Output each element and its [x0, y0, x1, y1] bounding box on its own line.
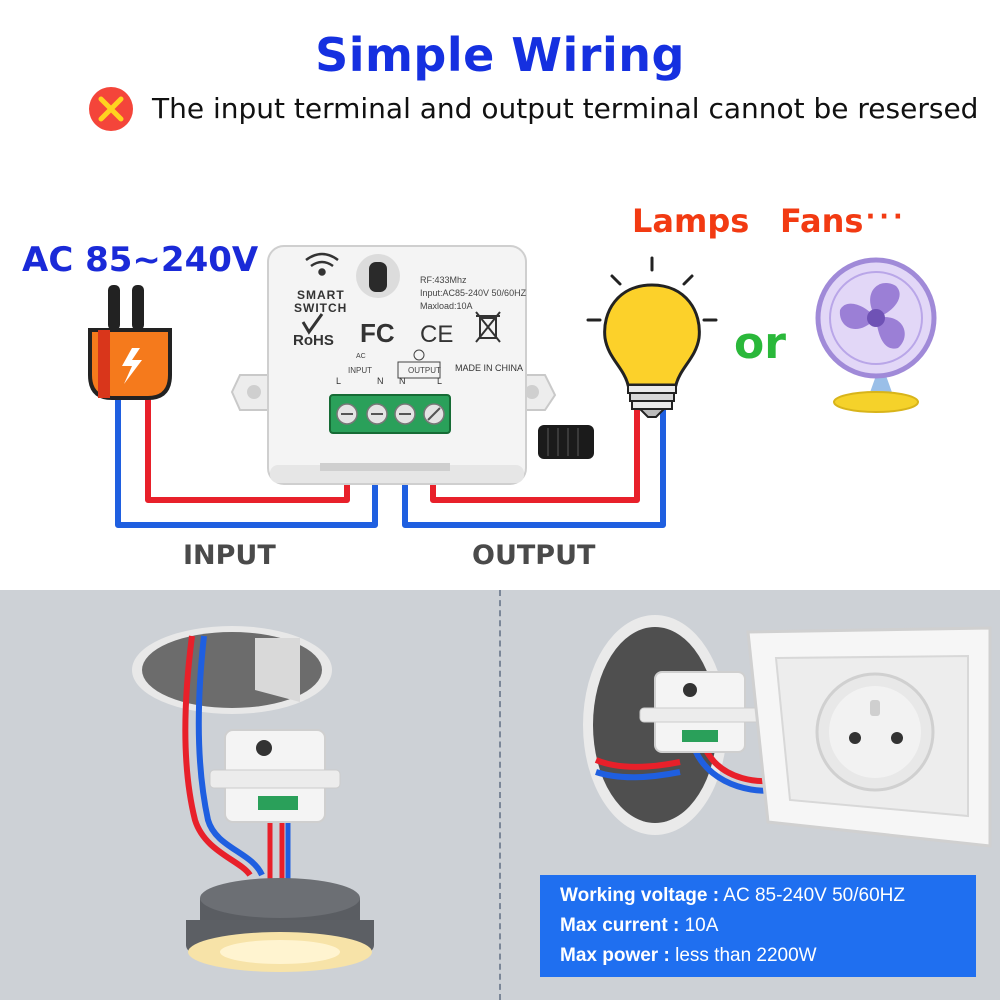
spec-value: AC 85-240V 50/60HZ — [723, 885, 905, 906]
power-label: AC 85~240V — [22, 240, 259, 280]
wiring-diagram: SMART SWITCH RF:433Mhz Input:AC85-240V 5… — [88, 245, 937, 528]
power-plug-icon — [88, 285, 172, 400]
smart-switch-device: SMART SWITCH RF:433Mhz Input:AC85-240V 5… — [230, 245, 594, 485]
device-input-term: INPUT — [348, 366, 372, 375]
terminal-label-3: N — [399, 376, 406, 386]
device-input-spec: Input:AC85-240V 50/60HZ — [420, 288, 527, 298]
spec-value: less than 2200W — [675, 945, 817, 966]
spec-value: 10A — [684, 915, 719, 936]
close-icon — [89, 87, 133, 131]
spec-row-current: Max current : 10A — [560, 915, 718, 937]
output-neutral-wire — [402, 410, 666, 528]
rohs-mark: RoHS — [293, 332, 334, 349]
socket-installation — [583, 615, 992, 848]
warning-text: The input terminal and output terminal c… — [152, 92, 979, 125]
warning-note: The input terminal and output terminal c… — [88, 86, 978, 132]
terminal-label-2: N — [377, 376, 384, 386]
spec-box: Working voltage : AC 85-240V 50/60HZ Max… — [540, 875, 976, 977]
device-ac-label: AC — [356, 353, 366, 360]
device-name-line2: SWITCH — [294, 301, 347, 315]
check-mark-icon — [301, 313, 324, 335]
spec-label: Working voltage : — [560, 885, 720, 906]
ellipsis-label: ··· — [866, 198, 907, 234]
output-label: OUTPUT — [472, 540, 596, 571]
wireless-icon — [305, 252, 339, 276]
fan-icon — [815, 257, 937, 413]
panel-divider — [499, 590, 501, 1000]
installation-illustrations — [132, 615, 992, 972]
spec-row-power: Max power : less than 2200W — [560, 945, 817, 967]
spec-row-voltage: Working voltage : AC 85-240V 50/60HZ — [560, 885, 905, 907]
or-label: or — [734, 318, 786, 369]
lamps-label: Lamps — [632, 202, 750, 240]
device-made-in: MADE IN CHINA — [455, 363, 523, 373]
terminal-block — [329, 394, 451, 434]
page-title: Simple Wiring — [315, 28, 685, 82]
spec-label: Max current : — [560, 915, 680, 936]
lamp-symbol-icon — [413, 349, 425, 361]
input-neutral-wire — [115, 385, 378, 528]
device-name-line1: SMART — [297, 288, 345, 302]
device-rf: RF:433Mhz — [420, 275, 467, 285]
device-output-term: OUTPUT — [408, 366, 441, 375]
weee-bin-icon — [475, 311, 501, 343]
device-maxload: Maxload:10A — [420, 301, 473, 311]
fc-mark: FC — [360, 318, 395, 348]
ceiling-installation — [132, 626, 374, 972]
terminal-label-1: L — [336, 376, 341, 386]
terminal-label-4: L — [437, 376, 442, 386]
input-label: INPUT — [183, 540, 276, 571]
fans-label: Fans — [780, 202, 864, 240]
spec-label: Max power : — [560, 945, 670, 966]
light-bulb-icon — [586, 256, 718, 418]
ce-mark: CE — [420, 321, 453, 348]
